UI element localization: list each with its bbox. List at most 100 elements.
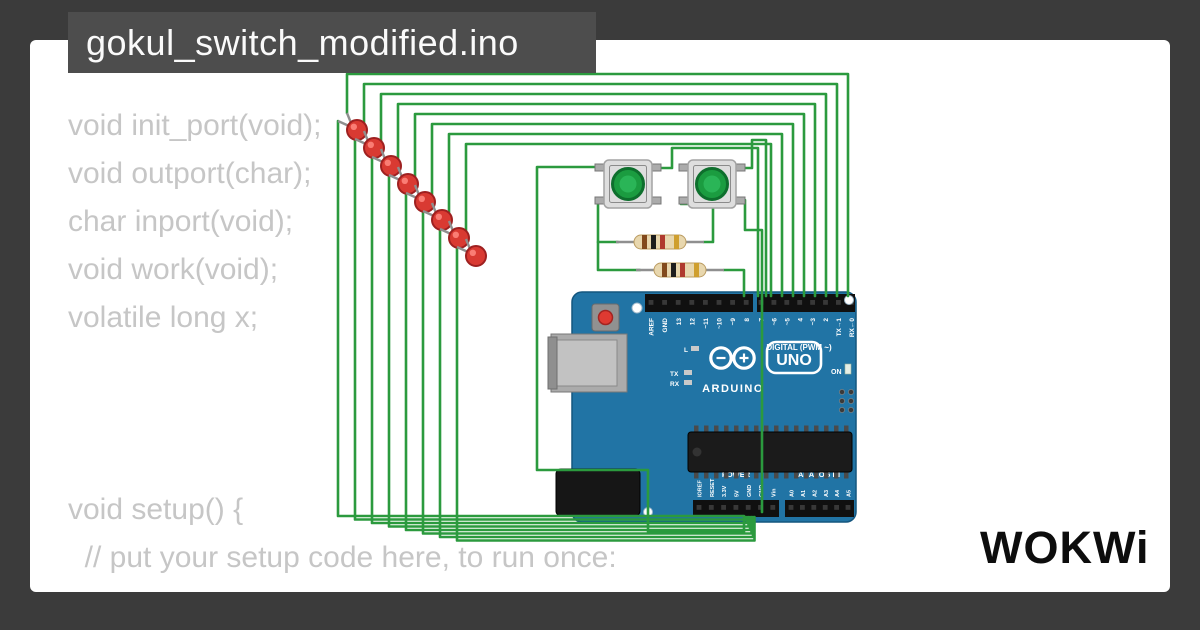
pin-label: 5V	[735, 490, 741, 497]
arduino-brand-text: ARDUINO	[702, 383, 764, 395]
pin	[689, 300, 695, 305]
resistors-group	[616, 234, 724, 278]
pin	[823, 300, 828, 305]
pin	[733, 505, 739, 510]
power-jack	[555, 468, 641, 517]
code-line: char inport(void);	[68, 205, 294, 238]
pin	[648, 300, 654, 305]
pin	[721, 505, 726, 510]
pin-label: A1	[801, 490, 807, 497]
led[interactable]	[371, 148, 402, 177]
wire-led-cathode	[353, 137, 747, 521]
pin-label: ~9	[730, 318, 737, 326]
wire-led-cathode	[455, 245, 756, 542]
wire-button2-cross	[743, 198, 764, 514]
wire-button1-ground	[535, 165, 746, 534]
pin-label: 12	[689, 318, 696, 326]
led[interactable]	[456, 238, 487, 267]
pin	[708, 505, 714, 510]
digital-label: DIGITAL (PWM ~)	[766, 343, 832, 352]
reset-button[interactable]	[591, 303, 620, 332]
mounting-hole	[631, 302, 643, 314]
pin	[822, 505, 828, 510]
wire-button2-signal	[743, 138, 768, 298]
pin-label: ~11	[703, 318, 710, 329]
pin	[797, 300, 803, 305]
wire-led-cathode	[370, 155, 749, 525]
wire-resistor-chain	[596, 200, 642, 272]
pin-label: TX→1	[836, 318, 843, 337]
atmega-chip	[687, 425, 853, 479]
sketch-title-text: gokul_switch_modified.ino	[86, 21, 519, 63]
pin	[662, 300, 667, 305]
pin	[703, 300, 708, 305]
l-led	[691, 346, 699, 351]
pin	[845, 505, 851, 510]
pin-label: Vin	[771, 488, 777, 497]
pin	[745, 505, 751, 510]
led[interactable]	[439, 220, 470, 249]
buttons-group	[594, 159, 746, 209]
wire-r2-pin	[722, 268, 746, 298]
pin-label: AREF	[649, 318, 656, 336]
pushbutton[interactable]	[678, 159, 746, 209]
pin-label: 13	[676, 318, 683, 326]
pin	[788, 505, 794, 510]
pin-label: ~6	[772, 318, 779, 326]
wire-led-cathode	[438, 227, 755, 539]
pin-label: 4	[797, 318, 804, 322]
digital-header-left	[645, 294, 753, 312]
pushbutton[interactable]	[594, 159, 662, 209]
wire-led-anode	[362, 82, 839, 298]
usb-connector	[547, 333, 628, 393]
pin-label: GND	[747, 485, 753, 497]
pin	[675, 300, 681, 305]
wire-led-cathode	[404, 191, 752, 532]
wire-button1-signal	[659, 146, 760, 298]
pin-label: RX←0	[849, 318, 856, 338]
wire-led-cathode	[336, 119, 746, 519]
l-label: L	[684, 347, 688, 354]
wire-led-anode	[447, 132, 784, 298]
wire-led-anode	[379, 92, 828, 298]
sketch-title: gokul_switch_modified.ino	[68, 12, 596, 73]
pin	[716, 300, 722, 305]
wire-led-anode	[345, 72, 850, 298]
wire-led-anode	[430, 122, 795, 298]
led[interactable]	[354, 130, 385, 159]
arduino-infinity-signs	[716, 353, 749, 363]
wire-led-anode	[413, 112, 806, 298]
led[interactable]	[337, 112, 368, 141]
wire-led-anode	[396, 102, 817, 298]
code-line: // put your setup code here, to run once…	[68, 541, 617, 574]
icsp-header	[839, 389, 854, 413]
pin-label: 2	[823, 318, 830, 322]
pin	[758, 505, 763, 510]
led[interactable]	[388, 166, 419, 195]
analog-header	[785, 500, 854, 517]
resistor[interactable]	[636, 262, 724, 278]
pin	[836, 300, 841, 305]
wokwi-logo: WOKWi	[980, 522, 1150, 573]
code-line: volatile long x;	[68, 301, 259, 334]
wire-r1-button2	[679, 202, 715, 244]
pin-label: A4	[835, 489, 841, 497]
led[interactable]	[405, 184, 436, 213]
resistor[interactable]	[616, 234, 704, 250]
on-label: ON	[831, 369, 842, 376]
pin	[834, 505, 839, 510]
pin	[770, 505, 776, 510]
pin	[730, 300, 735, 305]
pin-label: A0	[790, 490, 796, 497]
pin	[810, 300, 815, 305]
pin	[800, 505, 805, 510]
tx-label: TX	[670, 371, 679, 378]
code-snippet-bottom: void setup() { // put your setup code he…	[68, 486, 617, 582]
on-led	[844, 363, 852, 375]
rx-led	[684, 380, 692, 385]
mounting-hole	[844, 295, 854, 305]
pin-label: ~3	[810, 318, 817, 326]
